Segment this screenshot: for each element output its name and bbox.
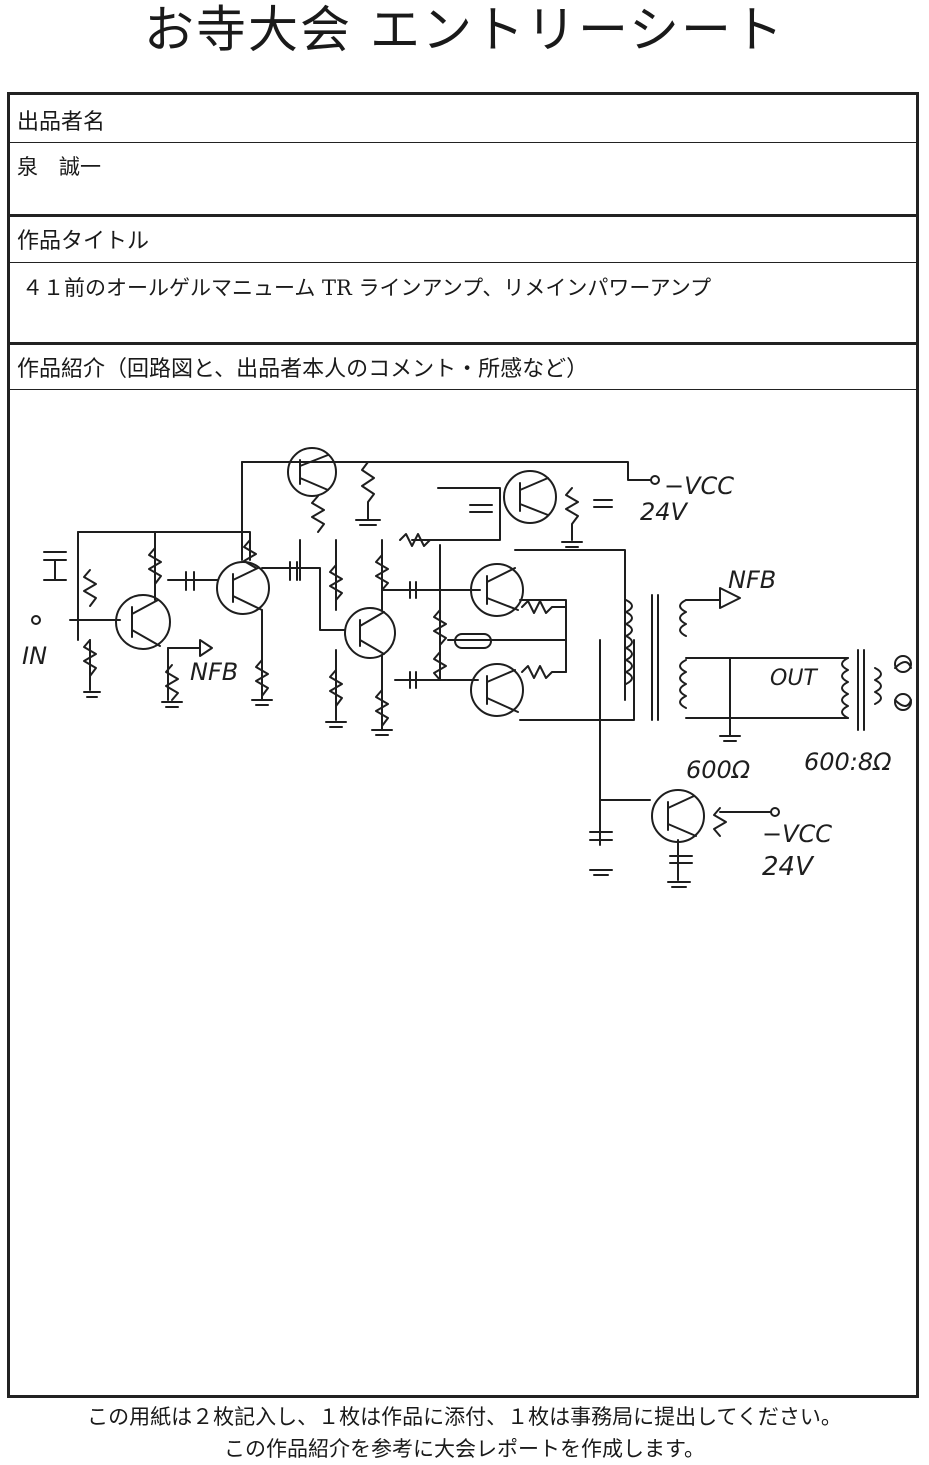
work-title-value: ４１前のオールゲルマニューム TR ラインアンプ、リメインパワーアンプ: [22, 276, 712, 300]
transistor: [503, 470, 557, 524]
capacitor: [289, 561, 298, 581]
vcc-bottom-voltage: 24V: [762, 852, 815, 882]
resistor: [375, 689, 389, 727]
resistor: [329, 564, 343, 601]
capacitor: [409, 581, 417, 599]
transistor: [216, 561, 270, 615]
entry-form: 出品者名 泉 誠一 作品タイトル ４１前のオールゲルマニューム TR ラインアン…: [7, 92, 919, 1398]
section-divider: [10, 214, 916, 217]
resistor: [329, 669, 343, 707]
transistor: [344, 607, 396, 659]
resistor: [165, 664, 179, 701]
out-label: OUT: [770, 666, 818, 691]
terminal: [31, 475, 780, 817]
page-title: お寺大会 エントリーシート: [144, 1, 785, 59]
transistor: [470, 663, 524, 717]
capacitor: [593, 499, 613, 508]
resistor: [433, 609, 447, 646]
transistor: [287, 447, 337, 497]
footer-instructions: この用紙は２枚記入し、１枚は作品に添付、１枚は事務局に提出してください。: [87, 1405, 842, 1429]
capacitor: [589, 831, 613, 841]
footer-note: この作品紹介を参考に大会レポートを作成します。: [224, 1437, 705, 1461]
input-label: IN: [22, 642, 47, 670]
wiring: [69, 461, 771, 881]
entrant-label: 出品者名: [17, 110, 106, 135]
vcc-bottom-label: −VCC: [762, 820, 832, 848]
capacitor: [409, 671, 417, 689]
speaker-transformer: [729, 649, 912, 731]
entrant-value: 泉 誠一: [17, 155, 101, 179]
divider: [10, 142, 916, 143]
resistor: [433, 651, 447, 681]
capacitor: [469, 504, 493, 513]
nfb-left-label: NFB: [190, 658, 238, 686]
resistor: [361, 461, 375, 521]
vcc-top-label: −VCC: [664, 472, 734, 500]
nfb-right-label: NFB: [728, 566, 776, 594]
resistor: [83, 639, 97, 677]
capacitor: [185, 571, 195, 591]
impedance-primary-label: 600Ω: [686, 756, 751, 784]
resistor: [255, 659, 269, 697]
resistor: [521, 665, 567, 679]
transistor: [470, 563, 524, 617]
resistor: [311, 495, 325, 533]
capacitor: [669, 855, 693, 864]
resistor: [399, 533, 439, 547]
resistor: [243, 539, 257, 569]
output-transformer: [625, 587, 741, 736]
transistor: [115, 594, 171, 650]
resistor: [375, 554, 389, 591]
capacitor: [43, 551, 67, 581]
divider: [10, 262, 916, 263]
divider: [10, 389, 916, 390]
resistor: [565, 487, 579, 541]
introduction-label: 作品紹介（回路図と、出品者本人のコメント・所感など）: [17, 357, 589, 382]
resistor: [83, 569, 97, 607]
resistor: [148, 547, 162, 585]
resistor: [521, 600, 567, 614]
thermistor: [454, 633, 492, 649]
ground-symbol: [83, 519, 741, 888]
transistor: [651, 789, 705, 843]
resistor: [713, 807, 727, 837]
vcc-top-voltage: 24V: [640, 498, 689, 526]
section-divider: [10, 342, 916, 345]
work-title-label: 作品タイトル: [17, 229, 150, 254]
impedance-secondary-label: 600:8Ω: [804, 748, 892, 776]
